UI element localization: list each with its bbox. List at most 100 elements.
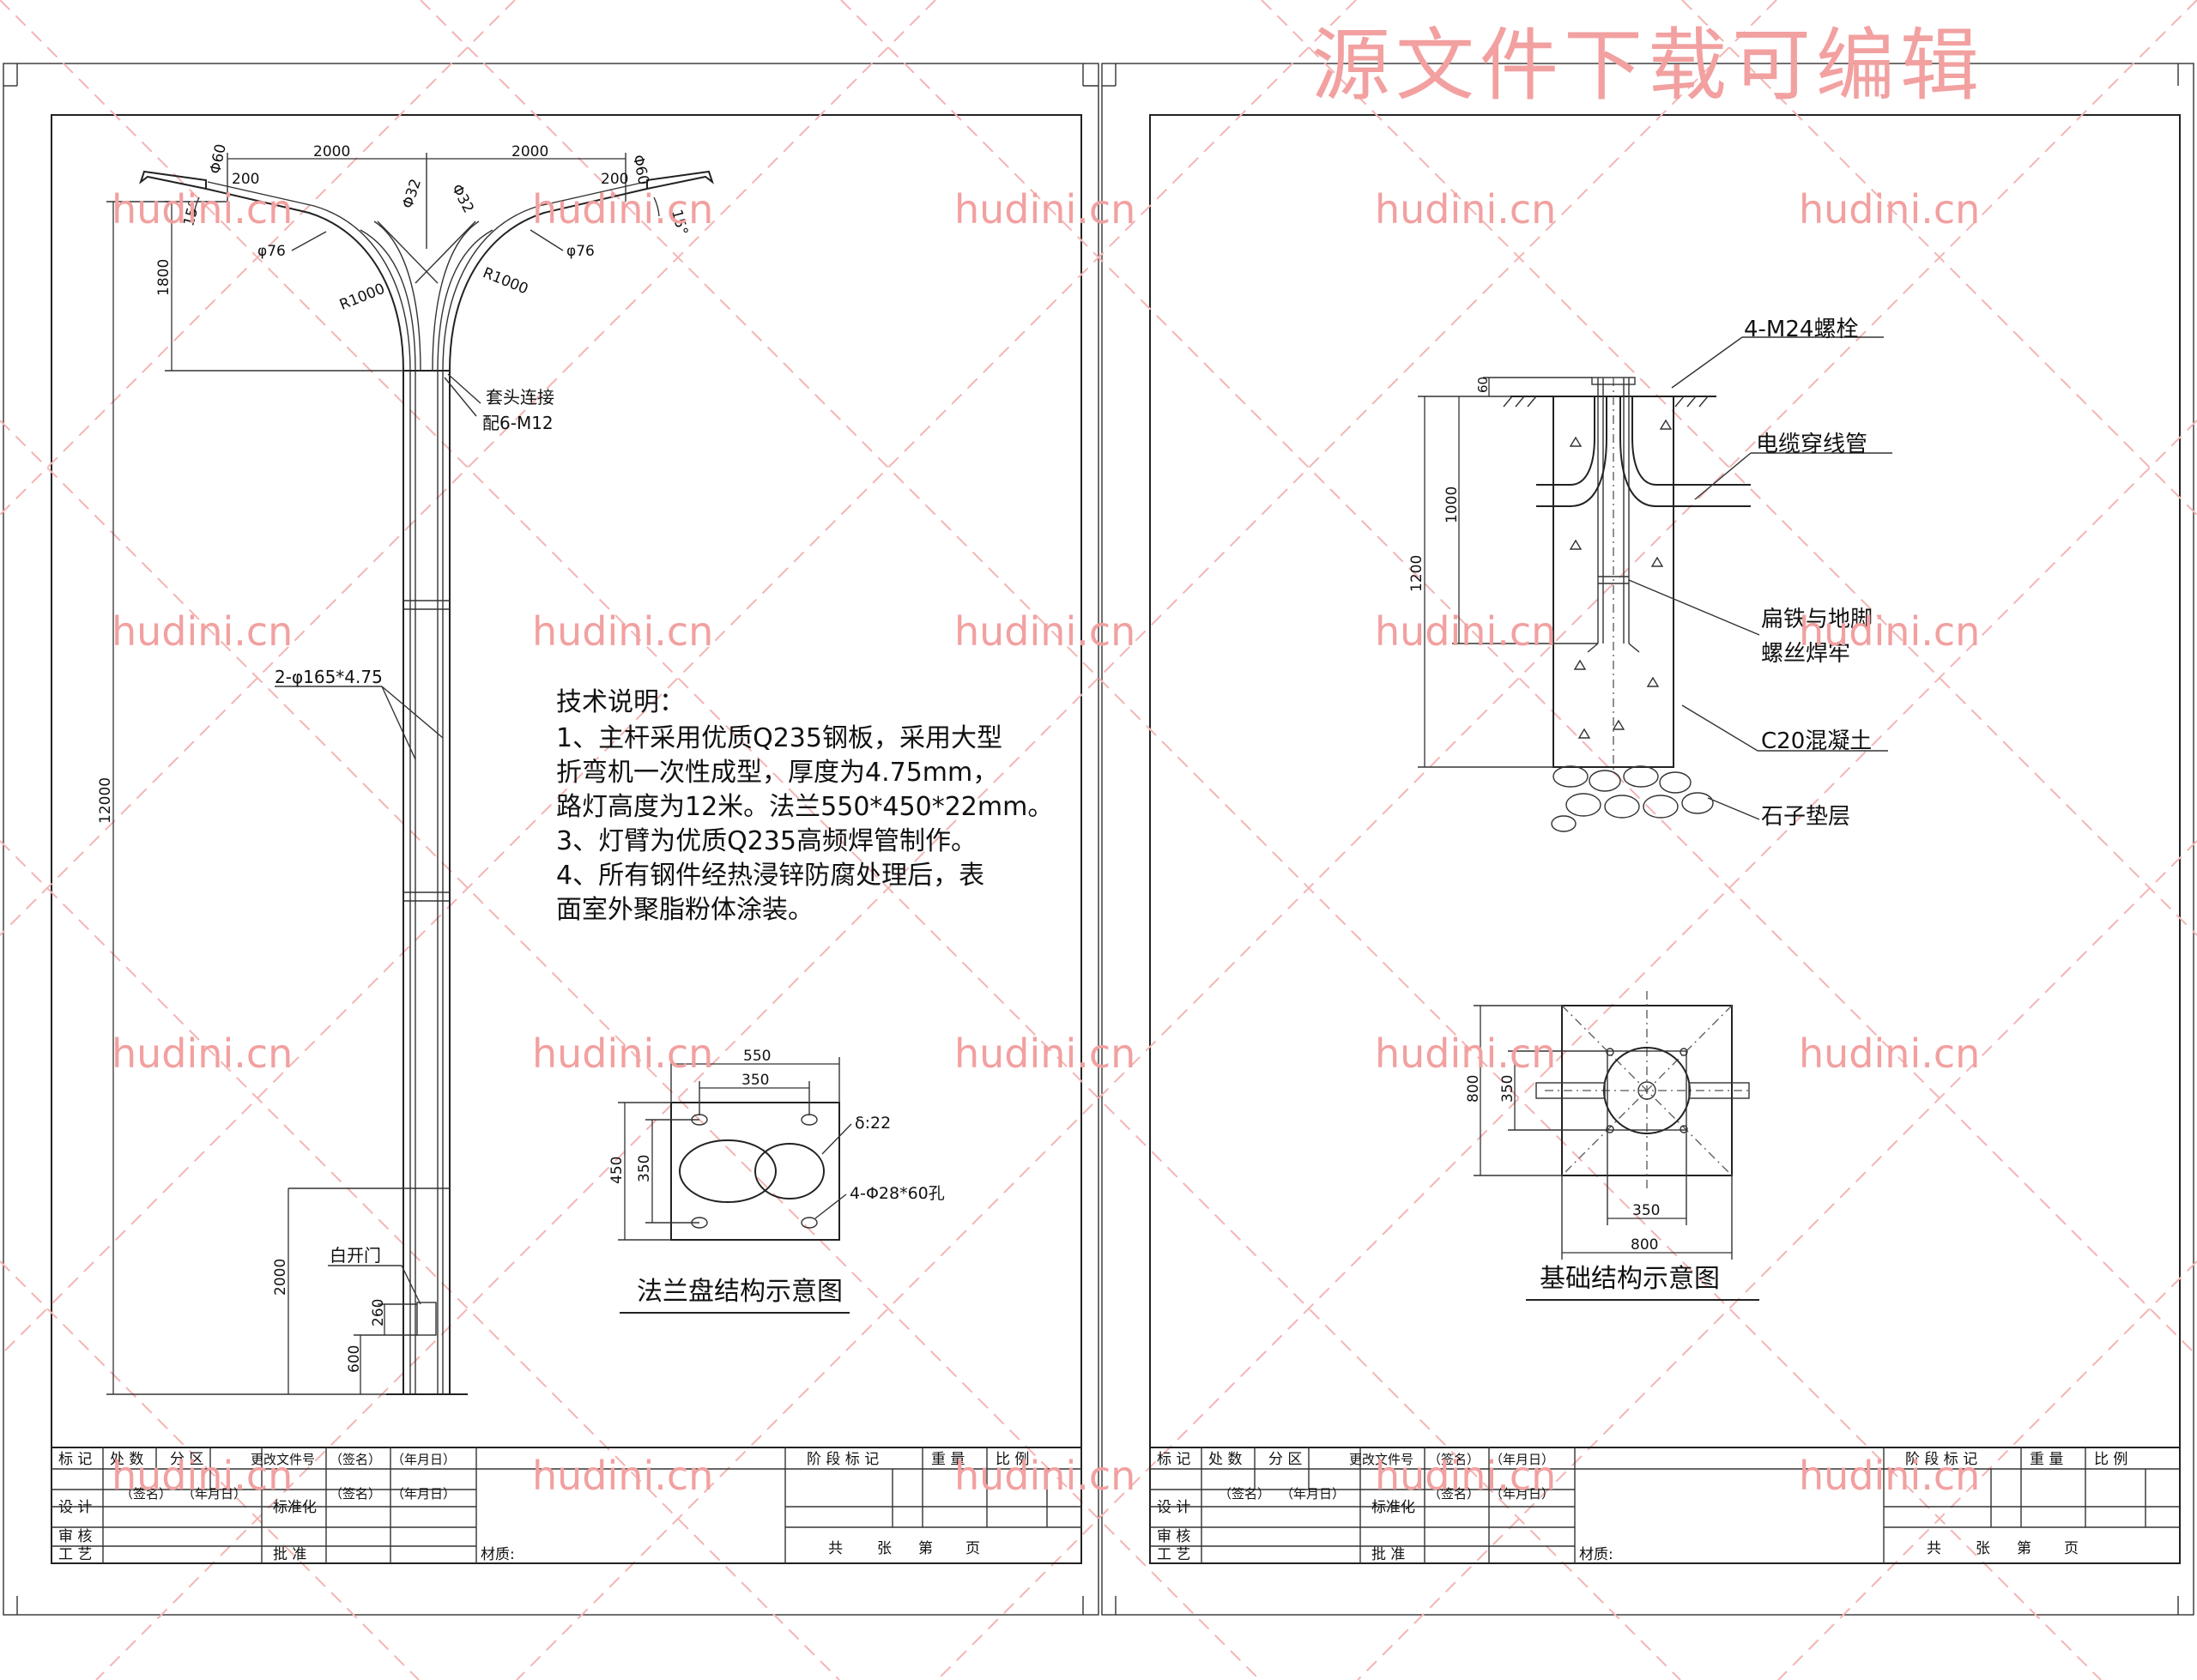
title-block-right: 标 记 处 数 分 区 更改文件号 （签名） （年月日） 设 计 （签名） （年…	[1149, 1447, 2181, 1564]
tb-material: 材质:	[1579, 1546, 1613, 1563]
tb-cell: （签名）	[1219, 1486, 1270, 1502]
tb-cell: 批 准	[1371, 1546, 1405, 1563]
tb-cell: 分 区	[170, 1451, 203, 1468]
tb-cell: （签名）	[120, 1486, 172, 1502]
plan-caption: 基础结构示意图	[1540, 1264, 1720, 1294]
tb-cell: （年月日）	[182, 1486, 246, 1502]
bolt-depth-dim: 1000	[1443, 486, 1461, 523]
tb-ye: 页	[2064, 1540, 2079, 1557]
tb-cell: 审 核	[58, 1528, 92, 1545]
bolts-label: 4-M24螺栓	[1744, 317, 1858, 342]
tb-cell: 标 记	[1157, 1451, 1190, 1468]
watermark: hudini.cn	[954, 1453, 1135, 1499]
sleeve-label-line2: 配6-M12	[482, 413, 554, 433]
watermark: hudini.cn	[1799, 1030, 1980, 1077]
gravel-label: 石子垫层	[1761, 804, 1850, 830]
tb-cell: （签名）	[330, 1452, 381, 1467]
watermark: hudini.cn	[112, 1030, 293, 1077]
depth-dim: 1200	[1408, 555, 1425, 592]
pole-elevation	[139, 170, 714, 1395]
tb-cell: 标准化	[1371, 1499, 1415, 1516]
flange-width-inner: 350	[741, 1072, 769, 1089]
notes-title: 技术说明：	[556, 687, 685, 717]
notes-line: 路灯高度为12米。法兰550*450*22mm。	[556, 792, 1053, 822]
tb-cell: （年月日）	[391, 1452, 456, 1467]
tb-weight: 重 量	[2030, 1451, 2063, 1468]
tb-cell: （年月日）	[1490, 1486, 1554, 1502]
tip-length-left: 200	[232, 171, 259, 188]
weld-label-line1: 扁铁与地脚	[1761, 607, 1873, 632]
tb-gong: 共	[1927, 1540, 1941, 1557]
flange-height-inner: 350	[636, 1155, 653, 1182]
watermark: hudini.cn	[532, 608, 713, 655]
plan-size-v: 800	[1465, 1075, 1482, 1103]
tb-di: 第	[918, 1540, 933, 1557]
flange-plate: 550 350 450 350 δ:22 4-Φ28*60孔 法兰盘结构示意图	[608, 1048, 945, 1314]
tb-gong: 共	[828, 1540, 843, 1557]
flange-caption: 法兰盘结构示意图	[637, 1277, 843, 1307]
tb-cell: 标准化	[273, 1499, 317, 1516]
tb-stage: 阶 段 标 记	[1905, 1451, 1977, 1468]
tb-scale: 比 例	[2094, 1451, 2127, 1468]
weld-label-line2: 螺丝焊牢	[1761, 641, 1850, 667]
door-label: 白开门	[330, 1245, 381, 1266]
tb-zhang: 张	[877, 1540, 892, 1557]
title-block-left: 标 记 处 数 分 区 更改文件号 （签名） （年月日） 设 计 （签名） （年…	[51, 1447, 1082, 1564]
shaft-label: 2-φ165*4.75	[275, 667, 383, 687]
brace-dia-right: Φ32	[448, 181, 477, 215]
watermark: hudini.cn	[532, 1453, 713, 1499]
tip-length-right: 200	[601, 171, 628, 188]
concrete-label: C20混凝土	[1761, 728, 1872, 754]
watermark: hudini.cn	[1375, 608, 1556, 655]
tb-material: 材质:	[481, 1546, 515, 1563]
arm-span-right: 2000	[511, 143, 548, 160]
watermark: hudini.cn	[532, 1030, 713, 1077]
tb-weight: 重 量	[931, 1451, 965, 1468]
conduit-label: 电缆穿线管	[1756, 432, 1867, 457]
watermark: hudini.cn	[112, 1453, 293, 1499]
tb-cell: 处 数	[1208, 1451, 1242, 1468]
tb-cell: 设 计	[1157, 1499, 1190, 1516]
tb-zhang: 张	[1976, 1540, 1990, 1557]
arm-tip-dia-left: Φ60	[207, 142, 230, 175]
flange-holes: 4-Φ28*60孔	[850, 1184, 945, 1203]
notes-line: 折弯机一次性成型，厚度为4.75mm，	[556, 758, 998, 788]
brace-dia-left: Φ32	[399, 177, 425, 210]
tb-cell: 标 记	[58, 1451, 92, 1468]
arm-span-left: 2000	[313, 143, 350, 160]
technical-notes: 技术说明： 1、主杆采用优质Q235钢板，采用大型 折弯机一次性成型，厚度为4.…	[556, 687, 1053, 925]
notes-line: 3、灯臂为优质Q235高频焊管制作。	[556, 826, 977, 856]
tb-cell: 设 计	[58, 1499, 92, 1516]
tb-cell: 工 艺	[58, 1546, 92, 1563]
arm-dia-right: φ76	[566, 243, 595, 260]
tb-cell: （签名）	[330, 1486, 381, 1502]
tb-cell: （签名）	[1428, 1452, 1480, 1467]
door-zone: 2000	[272, 1259, 289, 1296]
tb-cell: 处 数	[110, 1451, 143, 1468]
watermark: hudini.cn	[1375, 186, 1556, 233]
watermark: hudini.cn	[532, 186, 713, 233]
radius-left: R1000	[337, 281, 388, 314]
notes-line: 面室外聚脂粉体涂装。	[556, 895, 814, 925]
tb-cell: 更改文件号	[251, 1452, 315, 1467]
tb-cell: 更改文件号	[1349, 1452, 1413, 1467]
tb-cell: （年月日）	[1280, 1486, 1345, 1502]
plan-inner-h: 350	[1632, 1202, 1660, 1219]
tb-stage: 阶 段 标 记	[807, 1451, 879, 1468]
radius-right: R1000	[481, 264, 531, 298]
arm-tip-dia-right: Φ60	[629, 154, 652, 186]
watermark-text: 源文件下载可编辑 hudini.cn hudini.cn hudini.cn h…	[112, 20, 1980, 1499]
watermark: hudini.cn	[1375, 1030, 1556, 1077]
watermark: hudini.cn	[1799, 1453, 1980, 1499]
watermark: hudini.cn	[1799, 608, 1980, 655]
tb-cell: 批 准	[273, 1546, 306, 1563]
flange-thickness: δ:22	[855, 1114, 891, 1133]
arm-height: 1800	[155, 259, 172, 296]
door-height: 260	[370, 1299, 387, 1326]
notes-line: 1、主杆采用优质Q235钢板，采用大型	[556, 723, 1002, 753]
tb-scale: 比 例	[996, 1451, 1029, 1468]
watermark: hudini.cn	[1799, 186, 1980, 233]
protrude-dim: 60	[1475, 377, 1491, 393]
watermark: hudini.cn	[954, 608, 1135, 655]
